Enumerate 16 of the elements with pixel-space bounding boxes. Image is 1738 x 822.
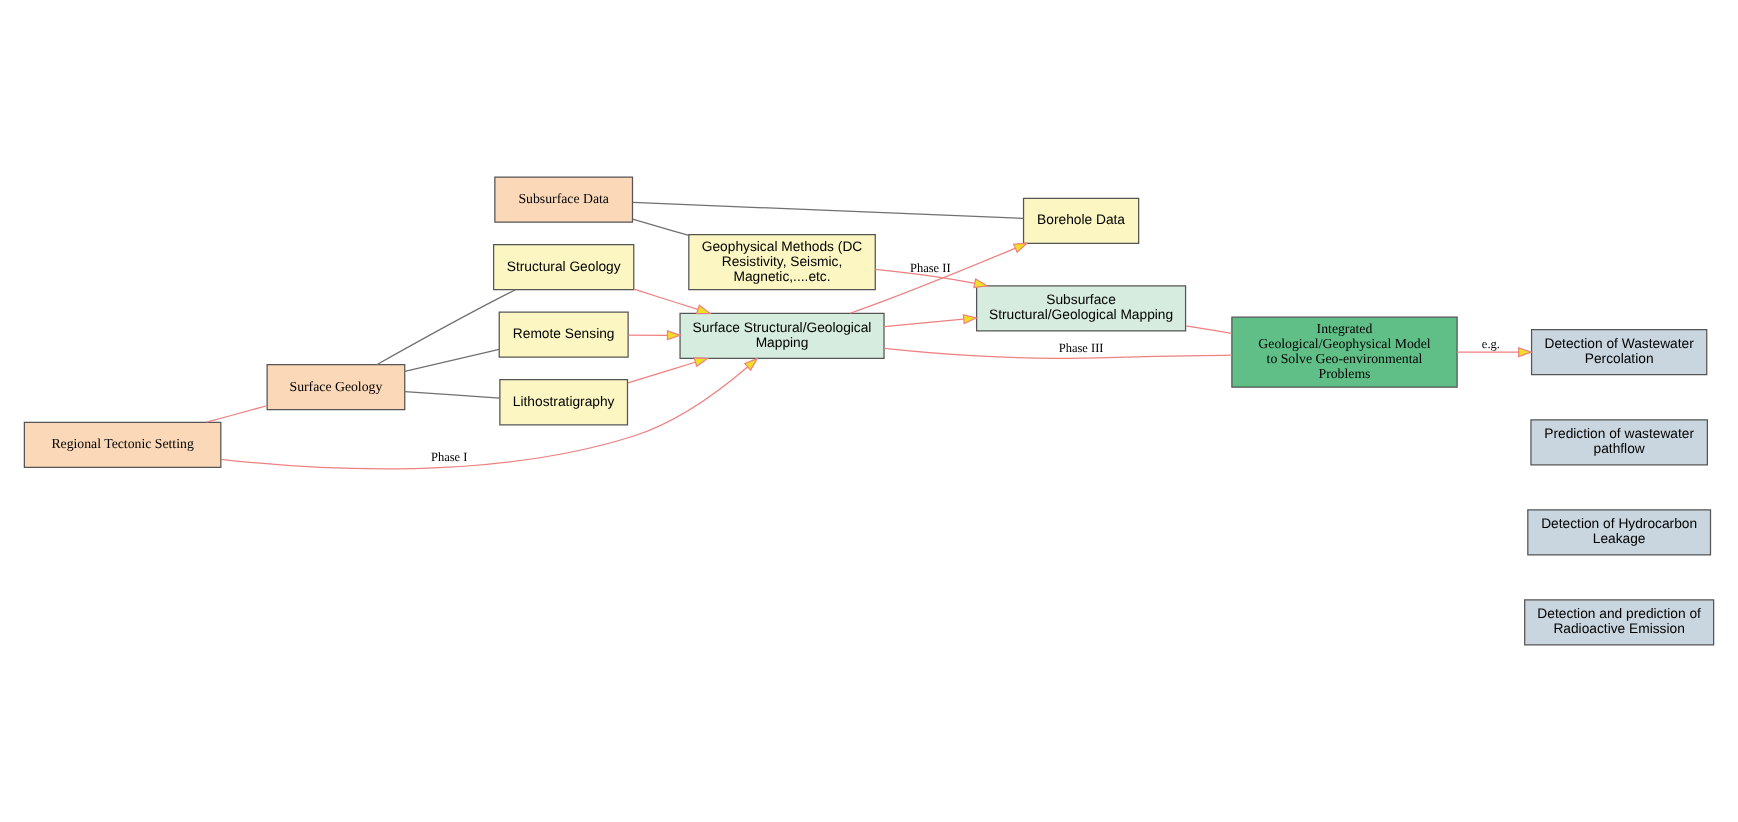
arrow bbox=[627, 357, 710, 384]
arrow bbox=[874, 268, 989, 289]
arrow bbox=[633, 288, 712, 315]
connector bbox=[632, 201, 1024, 220]
connector bbox=[883, 347, 1233, 359]
arrow bbox=[220, 357, 759, 470]
arrow bbox=[883, 314, 979, 328]
connector bbox=[632, 218, 690, 237]
connector bbox=[404, 391, 501, 399]
connector bbox=[376, 289, 517, 366]
connector bbox=[404, 348, 500, 373]
arrow bbox=[627, 330, 682, 341]
connector bbox=[1185, 325, 1233, 335]
arrow bbox=[849, 242, 1029, 314]
arrow bbox=[1456, 346, 1534, 358]
connector bbox=[205, 405, 268, 423]
